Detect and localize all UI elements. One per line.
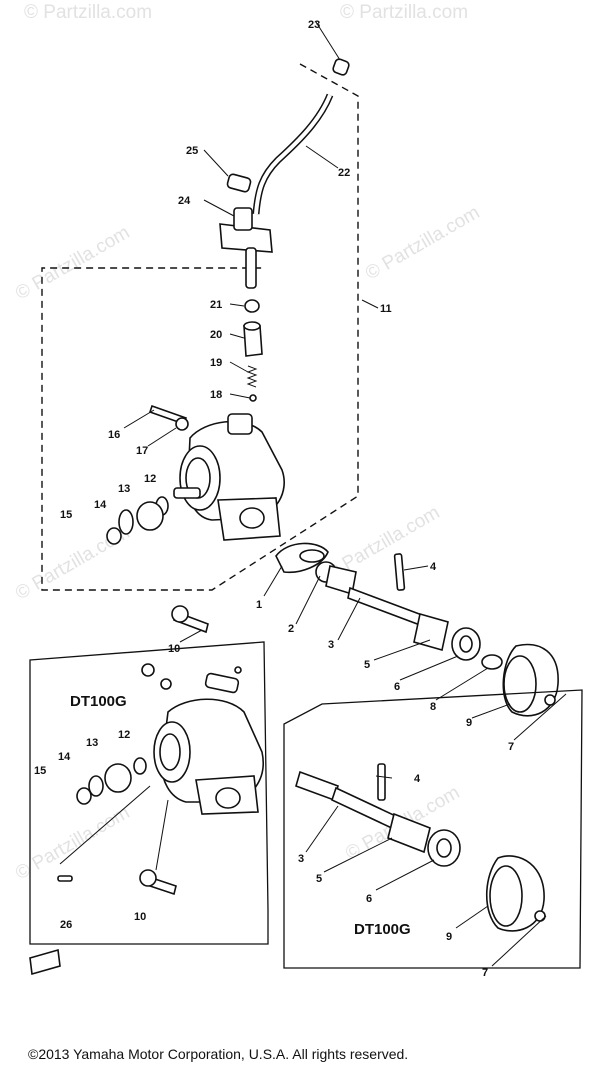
model-label-right: DT100G [354,921,411,938]
front-arrow-icon [29,948,61,976]
callout-13b: 13 [86,737,98,749]
callout-16: 16 [108,429,120,441]
callout-9b: 9 [446,931,452,943]
callout-9a: 9 [466,717,472,729]
callout-19: 19 [210,357,222,369]
watermark-1: © Partzilla.com [24,2,152,23]
callout-3a: 3 [328,639,334,651]
oil-pump-lower [29,663,264,976]
oil-pump-upper [106,404,285,545]
callout-5b: 5 [316,873,322,885]
callout-14b: 14 [58,751,71,763]
callout-3b: 3 [298,853,304,865]
callout-24: 24 [178,195,191,207]
watermark-3: © Partzilla.com [12,222,133,304]
callout-13: 13 [118,483,130,495]
callout-17: 17 [136,445,148,457]
watermark-2: © Partzilla.com [340,2,468,23]
leader-lines [123,21,567,967]
watermark-4: © Partzilla.com [362,202,483,284]
callout-7a: 7 [508,741,514,753]
callout-6a: 6 [394,681,400,693]
assembly-11-outline [41,63,359,591]
callout-2: 2 [288,623,294,635]
callout-7b: 7 [482,967,488,979]
copyright-notice: ©2013 Yamaha Motor Corporation, U.S.A. A… [28,1046,409,1062]
banjo-fitting [219,223,273,253]
left-variant-box [29,641,269,945]
drive-shaft-lower [295,763,546,932]
callout-6b: 6 [366,893,372,905]
model-label-left: DT100G [70,693,127,710]
callout-1: 1 [256,599,262,611]
right-variant-box [283,689,583,969]
callout-11: 11 [380,303,392,315]
callout-8: 8 [430,701,436,713]
callout-10b: 10 [134,911,146,923]
callout-23: 23 [308,19,320,31]
pipe-cap [332,58,350,76]
callout-12: 12 [144,473,156,485]
callout-15b: 15 [34,765,46,777]
callout-4b: 4 [414,773,421,785]
callout-26: 26 [60,919,72,931]
callout-5a: 5 [364,659,370,671]
callout-15: 15 [60,509,72,521]
drive-shaft-upper [275,542,559,717]
callout-22: 22 [338,167,350,179]
callout-25: 25 [186,145,198,157]
callouts: 23 22 25 24 11 21 20 19 18 16 17 12 13 1… [34,19,514,979]
callout-21: 21 [210,299,222,311]
callout-12b: 12 [118,729,130,741]
oil-pipe-assembly [219,58,350,289]
callout-10a: 10 [168,643,180,655]
callout-14: 14 [94,499,107,511]
callout-18: 18 [210,389,222,401]
valve-parts [243,299,263,402]
callout-20: 20 [210,329,222,341]
pipe-clip [226,173,252,193]
callout-4a: 4 [430,561,437,573]
